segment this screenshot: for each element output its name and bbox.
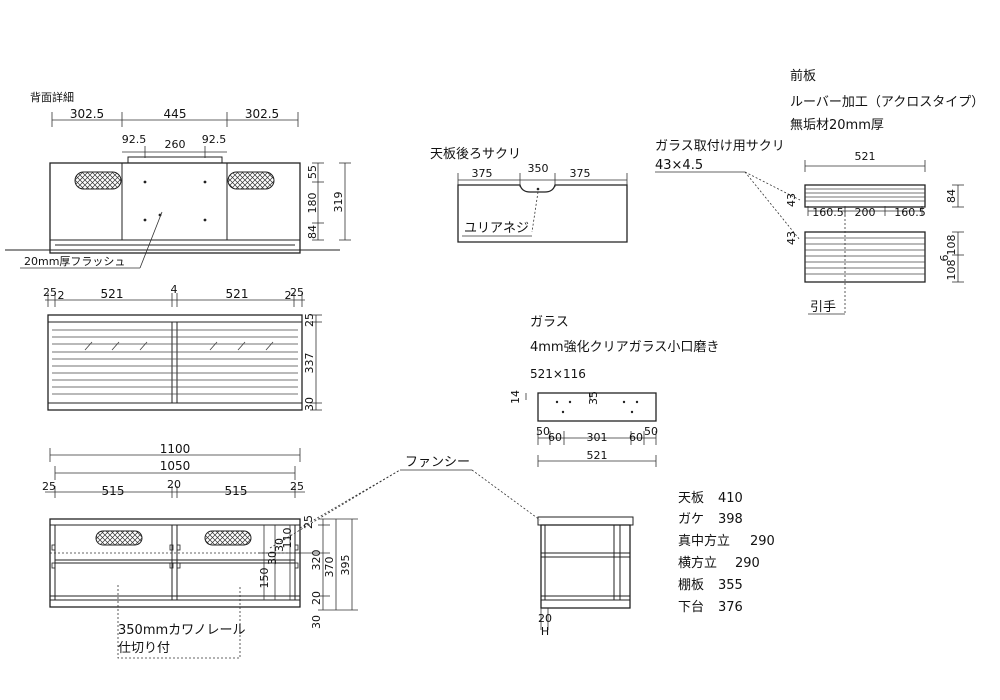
section-h320: 320 [310,550,323,571]
panel-glass-groove: ガラス取付け用サクリ [655,139,785,154]
front-w2a: 2 [58,289,65,302]
panel-line2: 無垢材20mm厚 [790,118,884,133]
cutout-screw: ユリアネジ [464,221,529,236]
panel-g43b: 43 [785,231,798,245]
panel-g43a: 43 [785,193,798,207]
part-name: ガケ [678,512,704,527]
glass-spec: 4mm強化クリアガラス小口磨き [530,340,719,355]
part-name: 下台 [678,600,704,615]
cutout-w350: 350 [528,162,549,175]
panel-h84: 84 [945,189,958,203]
section-h30b: 30 [266,551,279,565]
front-h25: 25 [303,313,316,327]
front-h30: 30 [303,397,316,411]
section-h110: 110 [281,528,294,549]
section-h25: 25 [302,515,315,529]
part-value: 398 [718,512,743,527]
front-h337: 337 [303,353,316,374]
glass-h14: 14 [509,390,522,404]
rear-detail-view: 背面詳細 302.5 445 302.5 92.5 260 92.5 [5,90,351,269]
section-w25r: 25 [290,480,304,493]
parts-list: 天板 410 ガケ 398 真中方立 290 横方立 290 棚板 355 下台… [678,491,775,615]
part-name: 棚板 [678,578,704,593]
rear-flush-note: 20mm厚フラッシュ [24,255,125,268]
rear-title: 背面詳細 [30,90,74,104]
side-view: 20 H [537,516,634,638]
panel-handle: 引手 [810,300,836,315]
front-w521b: 521 [226,287,249,301]
rear-sub-right: 92.5 [202,133,227,146]
glass-h35: 35 [587,391,600,405]
section-rail-note-2: 仕切り付 [118,641,170,656]
section-h20: 20 [310,591,323,605]
part-value: 290 [735,556,760,571]
section-w1100: 1100 [160,442,191,456]
section-h370: 370 [323,557,336,578]
part-value: 290 [750,534,775,549]
rear-w-right: 302.5 [245,107,279,121]
front-w2b: 2 [285,289,292,302]
part-name: 真中方立 [678,533,730,549]
glass-w521: 521 [587,449,608,462]
section-w515b: 515 [225,484,248,498]
rear-sub-left: 92.5 [122,133,147,146]
panel-line1: ルーバー加工（アクロスタイプ） [790,95,984,110]
glass-view: ガラス 4mm強化クリアガラス小口磨き 521×116 35 14 50 60 … [509,315,719,467]
panel-w160a: 160.5 [812,206,844,219]
part-value: 410 [718,491,743,506]
section-w20: 20 [167,478,181,491]
section-h30a: 30 [273,538,286,552]
section-fancy: ファンシー [405,455,470,470]
section-h395: 395 [339,555,352,576]
front-w4: 4 [171,283,178,296]
section-w515a: 515 [102,484,125,498]
glass-w60a: 60 [548,431,562,444]
rear-h319: 319 [332,192,345,213]
front-louver-view: 25 2 521 4 521 2 25 [43,283,322,411]
glass-w301: 301 [587,431,608,444]
section-h30c: 30 [310,615,323,629]
rear-w-left: 302.5 [70,107,104,121]
front-w521a: 521 [101,287,124,301]
glass-w50b: 50 [644,425,658,438]
glass-title: ガラス [530,315,569,330]
rear-h84: 84 [306,225,319,239]
section-height-dims: 25 110 30 30 150 320 370 395 20 30 [258,515,358,629]
part-value: 355 [718,578,743,593]
section-w25l: 25 [42,480,56,493]
glass-w50a: 50 [536,425,550,438]
part-name: 天板 [678,491,704,506]
front-section-view: 1100 1050 25 515 20 515 25 [42,442,541,659]
cutout-title: 天板後ろサクリ [430,147,521,162]
panel-w160b: 160.5 [894,206,926,219]
part-name: 横方立 [678,555,717,571]
glass-w60b: 60 [629,431,643,444]
rear-h180: 180 [306,193,319,214]
section-h150: 150 [258,568,271,589]
section-w1050: 1050 [160,459,191,473]
front-panel-view: 前板 ルーバー加工（アクロスタイプ） 無垢材20mm厚 ガラス取付け用サクリ 4… [655,68,984,315]
panel-h6: 6 [938,255,951,262]
rear-h55: 55 [306,165,319,179]
side-20: 20 [538,612,552,625]
cutout-w375b: 375 [570,167,591,180]
top-cutout-view: 天板後ろサクリ 375 350 375 ユリアネジ [430,147,628,243]
part-value: 376 [718,600,743,615]
panel-h108b: 108 [945,260,958,281]
panel-title: 前板 [790,68,816,84]
panel-w521: 521 [855,150,876,163]
front-w25b: 25 [290,286,304,299]
rear-w-mid: 445 [164,107,187,121]
panel-w200: 200 [855,206,876,219]
panel-groove-size: 43×4.5 [655,158,703,173]
side-h: H [541,625,549,638]
cutout-w375a: 375 [472,167,493,180]
rear-sub-mid: 260 [165,138,186,151]
front-w25a: 25 [43,286,57,299]
panel-h108a: 108 [945,235,958,256]
section-rail-note-1: 350mmカワノレール [118,623,246,638]
glass-size: 521×116 [530,367,586,381]
